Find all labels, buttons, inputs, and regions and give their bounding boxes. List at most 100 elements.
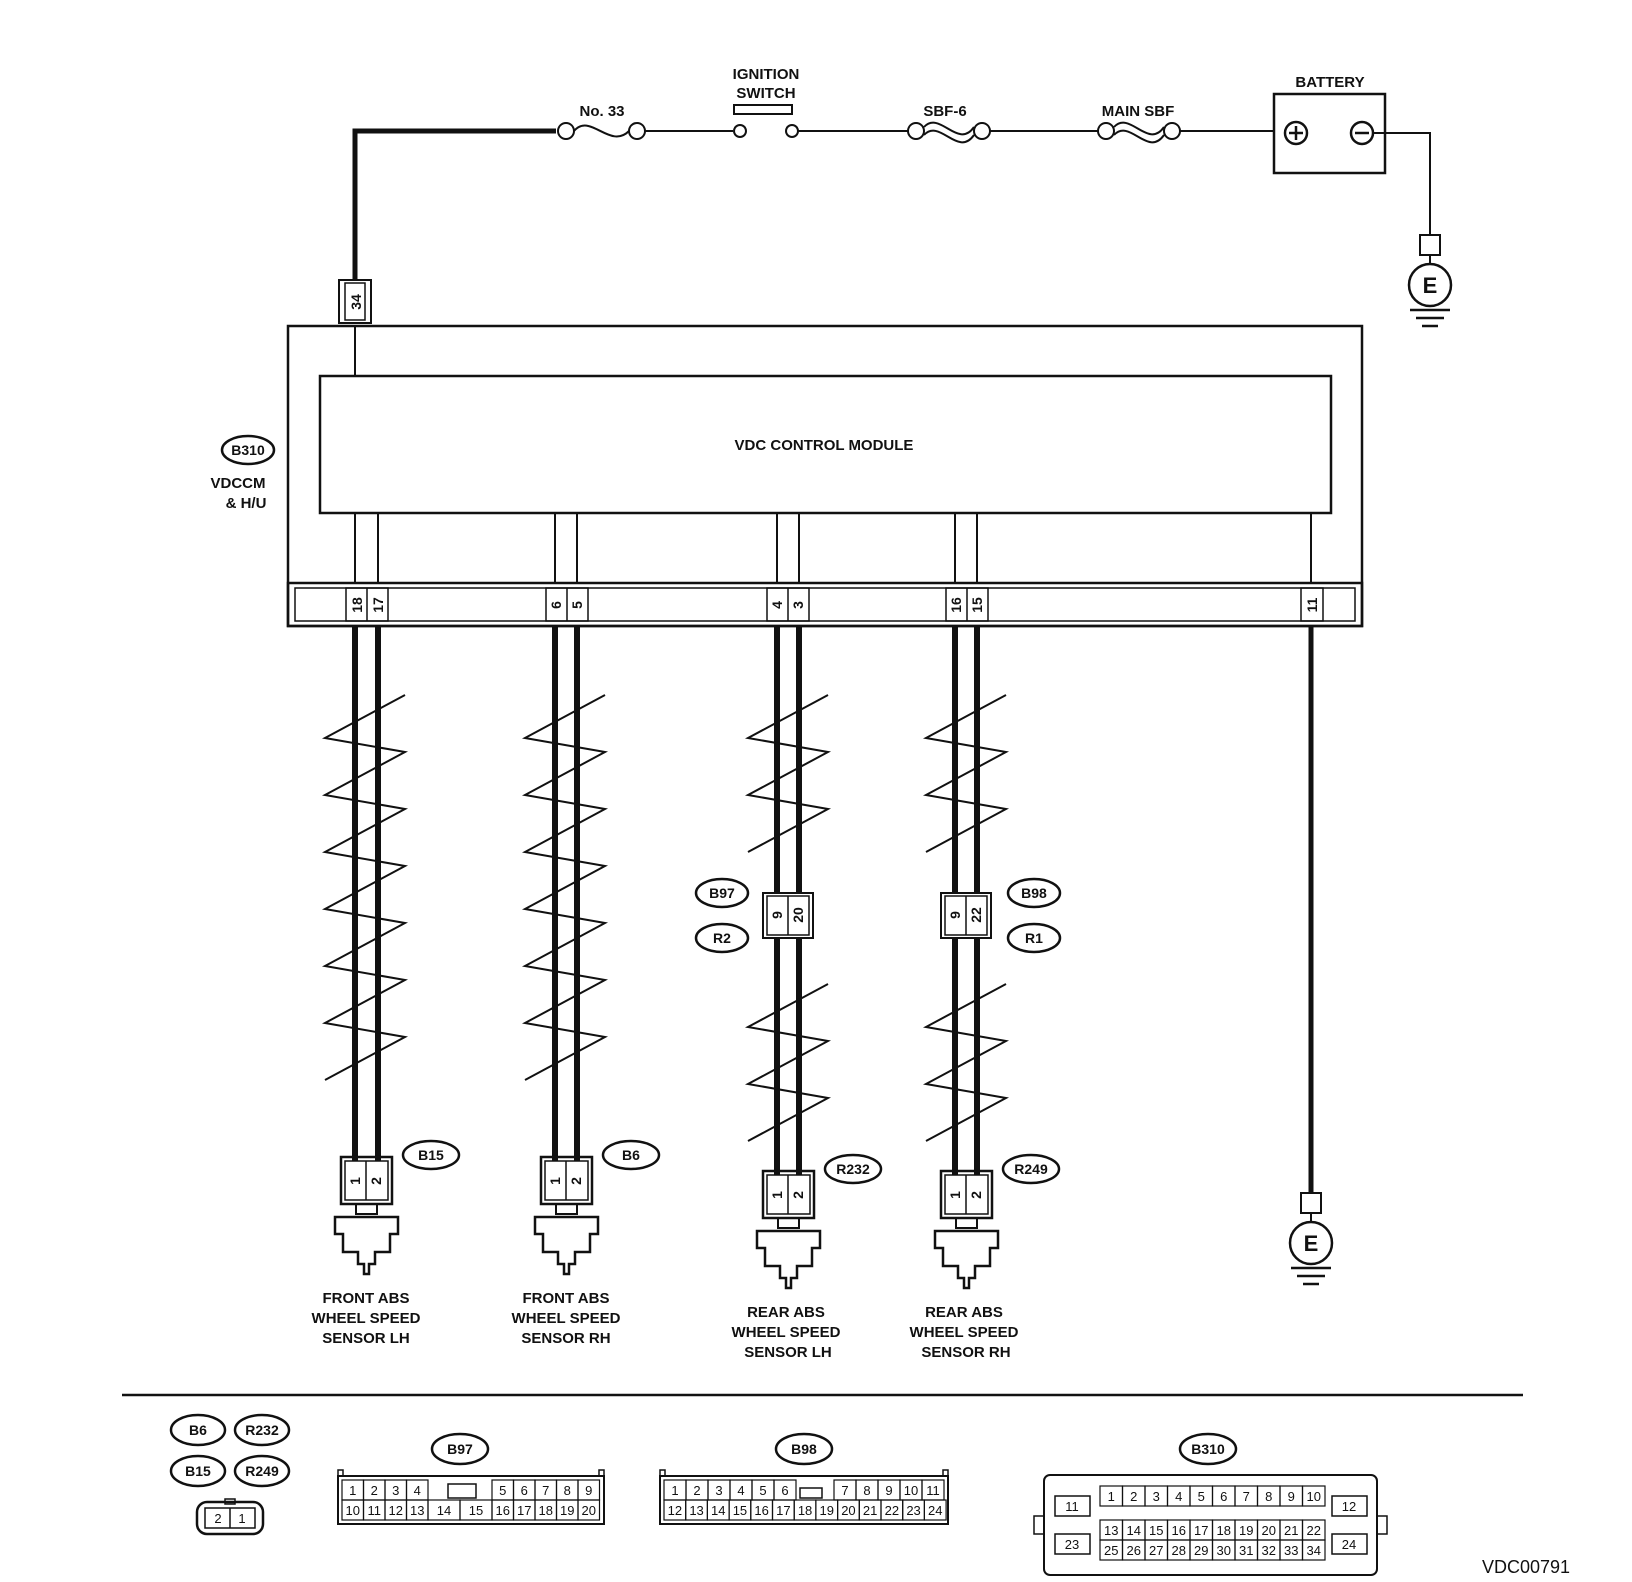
- legend-b6-badge: B6: [189, 1422, 207, 1438]
- fusible-link-sbf6: [907, 121, 991, 144]
- pin-29: 29: [1194, 1543, 1208, 1558]
- legend-b310-pin-11: 11: [1065, 1499, 1079, 1514]
- pin-4: 4: [414, 1483, 421, 1498]
- pin-15: 15: [1149, 1523, 1163, 1538]
- module-housing: [286, 324, 1364, 628]
- pin-cell: [923, 1499, 947, 1521]
- power-feed-wire: [352, 128, 556, 280]
- pin-6-label: 6: [548, 601, 564, 609]
- b98-badge: B98: [1021, 885, 1047, 901]
- module-inner-box: [318, 374, 1333, 515]
- pin-5-label: 5: [569, 601, 585, 609]
- pin-32: 32: [1262, 1543, 1276, 1558]
- pin-17: 17: [776, 1503, 790, 1518]
- connector-b98: 9 22 B98 R1: [940, 877, 1062, 954]
- legend-b97-title: B97: [447, 1441, 473, 1457]
- pin-9: 9: [585, 1483, 592, 1498]
- pin-13: 13: [689, 1503, 703, 1518]
- pin-18: 18: [539, 1503, 553, 1518]
- r1-badge: R1: [1025, 930, 1043, 946]
- r2-badge: R2: [713, 930, 731, 946]
- legend-small-connector: B6 R232 B15 R249 2 1: [169, 1413, 291, 1536]
- sensor-front-rh: 1 2 B6 FRONT ABS WHEEL SPEED SENSOR RH: [512, 1139, 661, 1347]
- pin-33: 33: [1284, 1543, 1298, 1558]
- sensor-front-lh-label-2: WHEEL SPEED: [312, 1310, 421, 1327]
- pin-27: 27: [1149, 1543, 1163, 1558]
- legend-r232-badge: R232: [245, 1422, 279, 1438]
- pin-7: 7: [1243, 1489, 1250, 1504]
- sbf6-label: SBF-6: [923, 103, 966, 120]
- pin-14: 14: [711, 1503, 725, 1518]
- connector-b97: 9 20 B97 R2: [694, 877, 814, 954]
- sensor-wires: [352, 626, 1314, 1193]
- sensor-front-rh-label-2: WHEEL SPEED: [512, 1310, 621, 1327]
- pin-15: 15: [469, 1503, 483, 1518]
- module-title: VDC CONTROL MODULE: [735, 437, 914, 454]
- pin-18-label: 18: [349, 597, 365, 613]
- sensor-rear-rh-label-1: REAR ABS: [925, 1304, 1003, 1321]
- pin-3: 3: [1153, 1489, 1160, 1504]
- sensor-icon: [755, 1229, 822, 1290]
- ground-icon: [1407, 262, 1453, 308]
- pin-cell: [1301, 1485, 1326, 1507]
- pin-25: 25: [1104, 1543, 1118, 1558]
- sensor-icon: [333, 1215, 400, 1276]
- pin-8: 8: [1265, 1489, 1272, 1504]
- battery-label: BATTERY: [1295, 74, 1364, 91]
- b310-connector-strip: [286, 581, 1364, 628]
- r249-pin-2: 2: [968, 1191, 984, 1199]
- battery: [1272, 92, 1387, 175]
- pin-14: 14: [437, 1503, 451, 1518]
- pin-5: 5: [759, 1483, 766, 1498]
- pin-20: 20: [1262, 1523, 1276, 1538]
- pin-8: 8: [863, 1483, 870, 1498]
- pin-20: 20: [841, 1503, 855, 1518]
- pin-19: 19: [820, 1503, 834, 1518]
- pin-34-connector: [338, 279, 372, 324]
- ignition-label-1: IGNITION: [733, 66, 800, 83]
- pin-20: 20: [582, 1503, 596, 1518]
- sensor-front-rh-label-3: SENSOR RH: [521, 1330, 610, 1347]
- pin-16-label: 16: [948, 597, 964, 613]
- pin-18: 18: [798, 1503, 812, 1518]
- pin-9: 9: [885, 1483, 892, 1498]
- sensor-front-lh: 1 2 B15 FRONT ABS WHEEL SPEED SENSOR LH: [312, 1139, 461, 1347]
- b97-badge: B97: [709, 885, 735, 901]
- b310-badge: [220, 434, 276, 466]
- pin-13: 13: [1104, 1523, 1118, 1538]
- pin-16: 16: [496, 1503, 510, 1518]
- ground-icon: [1288, 1220, 1334, 1266]
- pin-10: 10: [346, 1503, 360, 1518]
- legend-small-pin-2: 2: [214, 1511, 221, 1526]
- module-ground: E: [1288, 1192, 1334, 1286]
- legend-b310-pin-12: 12: [1342, 1499, 1356, 1514]
- pin-14: 14: [1127, 1523, 1141, 1538]
- pin-22: 22: [885, 1503, 899, 1518]
- pin-7: 7: [841, 1483, 848, 1498]
- sensor-rear-lh-label-2: WHEEL SPEED: [732, 1324, 841, 1341]
- b15-pin-1: 1: [347, 1177, 363, 1185]
- r249-badge: R249: [1014, 1161, 1048, 1177]
- sensor-front-rh-label-1: FRONT ABS: [523, 1290, 610, 1307]
- legend-b310-title: B310: [1191, 1441, 1225, 1457]
- pin-15: 15: [733, 1503, 747, 1518]
- legend-r249-badge: R249: [245, 1463, 279, 1479]
- module-side-label-1: VDCCM: [211, 475, 266, 492]
- pin-4: 4: [737, 1483, 744, 1498]
- fuse-no33: [557, 122, 646, 140]
- b97-pin-9: 9: [769, 911, 785, 919]
- pin-10: 10: [904, 1483, 918, 1498]
- ground-label: E: [1423, 273, 1438, 298]
- battery-ground: E: [1407, 234, 1453, 328]
- pin-21: 21: [863, 1503, 877, 1518]
- pin-21: 21: [1284, 1523, 1298, 1538]
- main-sbf-label: MAIN SBF: [1102, 103, 1175, 120]
- r232-pin-2: 2: [790, 1191, 806, 1199]
- ignition-switch: [733, 104, 799, 138]
- b6-pin-2: 2: [568, 1177, 584, 1185]
- b310-badge-label: B310: [231, 442, 265, 458]
- pin-17: 17: [517, 1503, 531, 1518]
